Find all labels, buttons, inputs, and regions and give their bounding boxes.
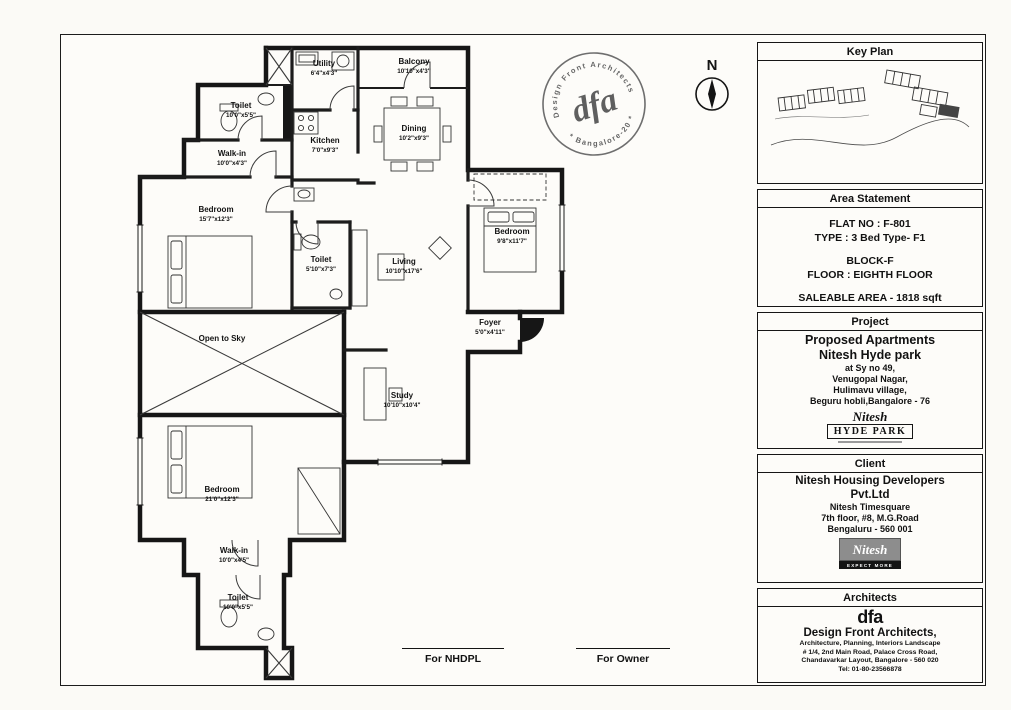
room-label-bedroom-right: Bedroom (494, 227, 529, 236)
key-plan-highlighted-block (937, 103, 960, 119)
client-line3: Nitesh Timesquare (829, 502, 911, 512)
room-label-bedroom-left: Bedroom (198, 205, 233, 214)
room-dims-walkin-bottom: 10'0"x4'5" (219, 557, 249, 564)
project-line5: Hulimavu village, (833, 385, 907, 395)
key-plan-title: Key Plan (758, 43, 982, 61)
project-line4: Venugopal Nagar, (832, 374, 908, 384)
hyde-park-logo-nitesh: Nitesh (852, 409, 888, 424)
signature-nhdpl-label: For NHDPL (425, 653, 481, 665)
nitesh-logo-text: Nitesh (839, 538, 901, 561)
nitesh-logo: Nitesh EXPECT MORE (839, 538, 901, 569)
furniture (167, 51, 547, 641)
architects-line3: # 1/4, 2nd Main Road, Palace Cross Road, (802, 648, 938, 656)
nitesh-logo-tagline: EXPECT MORE (839, 561, 901, 569)
room-label-walkin-top: Walk-in (218, 149, 246, 158)
architects-title: Architects (758, 589, 982, 607)
room-label-toilet-mid: Toilet (311, 255, 332, 264)
room-label-toilet-top: Toilet (231, 101, 252, 110)
project-line6: Beguru hobli,Bangalore - 76 (809, 396, 930, 406)
area-statement-box: Area Statement FLAT NO : F-801 TYPE : 3 … (757, 189, 983, 307)
shaft-bottom (265, 647, 293, 679)
architects-line4: Chandavarkar Layout, Bangalore - 560 020 (801, 657, 939, 665)
room-dims-bedroom-left: 15'7"x12'3" (199, 216, 232, 223)
client-box: Client Nitesh Housing Developers Pvt.Ltd… (757, 454, 983, 583)
architects-tel: Tel: 01-80-23566878 (838, 665, 902, 673)
room-dims-utility: 6'4"x4'3" (311, 70, 337, 77)
project-line2: Nitesh Hyde park (818, 348, 922, 362)
room-label-utility: Utility (313, 59, 336, 68)
room-dims-kitchen: 7'0"x9'3" (312, 147, 338, 154)
room-dims-study: 10'10"x10'4" (384, 402, 421, 409)
block: BLOCK-F (846, 255, 894, 267)
exterior-walls (137, 45, 565, 681)
saleable-area: SALEABLE AREA - 1818 sqft (798, 292, 942, 304)
client-line5: Bengaluru - 560 001 (827, 524, 913, 534)
room-dims-toilet-bottom: 10'0"x5'5" (223, 604, 253, 611)
hyde-park-logo-box: HYDE PARK (826, 424, 914, 439)
stamp-dfa-text: dfa (567, 81, 622, 130)
room-label-living: Living (392, 257, 416, 266)
room-dims-walkin-top: 10'0"x4'3" (217, 160, 247, 167)
room-dims-foyer: 5'0"x4'11" (475, 329, 505, 336)
floor: FLOOR : EIGHTH FLOOR (807, 269, 933, 281)
flat-no: FLAT NO : F-801 (829, 218, 911, 230)
windows (136, 204, 566, 506)
client-line4: 7th floor, #8, M.G.Road (821, 513, 919, 523)
dfa-logo: dfa (857, 607, 883, 627)
hyde-park-logo: Nitesh HYDE PARK (826, 409, 914, 443)
client-title: Client (758, 455, 982, 473)
area-statement-title: Area Statement (758, 190, 982, 208)
room-dims-dining: 10'2"x9'3" (399, 135, 429, 142)
room-dims-living: 10'10"x17'6" (386, 268, 423, 275)
room-label-walkin-bottom: Walk-in (220, 546, 248, 555)
room-label-kitchen: Kitchen (310, 136, 339, 145)
room-label-bedroom-bottom: Bedroom (204, 485, 239, 494)
main-entrance-door-icon (520, 318, 544, 342)
flat-type: TYPE : 3 Bed Type- F1 (814, 232, 926, 244)
room-label-dining: Dining (402, 124, 427, 133)
architects-box: Architects dfa Design Front Architects, … (757, 588, 983, 683)
room-label-open-to-sky: Open to Sky (199, 334, 246, 343)
architects-name: Design Front Architects, (803, 627, 937, 639)
open-to-sky-cross (139, 311, 345, 416)
interior-walls (137, 46, 523, 465)
room-dims-toilet-top: 10'0"x5'5" (226, 112, 256, 119)
architect-stamp: Design Front Architects * Bangalore-20 *… (538, 48, 646, 157)
project-title: Project (758, 313, 982, 331)
client-line1: Nitesh Housing Developers (795, 475, 945, 487)
key-plan-drawing (770, 69, 970, 146)
key-plan-box: Key Plan (757, 42, 983, 184)
signature-owner-label: For Owner (596, 653, 650, 665)
room-label-foyer: Foyer (479, 318, 501, 327)
doors (231, 61, 544, 600)
room-labels: Utility 6'4"x4'3" Balcony 10'10"x4'3" To… (198, 57, 529, 611)
wardrobe-dashed (473, 173, 547, 201)
room-label-balcony: Balcony (398, 57, 430, 66)
room-label-toilet-bottom: Toilet (228, 593, 249, 602)
room-dims-balcony: 10'10"x4'3" (397, 68, 430, 75)
room-dims-bedroom-bottom: 21'0"x12'3" (205, 496, 238, 503)
north-label: N (707, 57, 718, 74)
shaft-top (265, 47, 293, 86)
title-block: Key Plan (757, 42, 983, 683)
project-line3: at Sy no 49, (844, 363, 896, 373)
north-arrow-icon: N (695, 57, 729, 111)
room-dims-toilet-mid: 5'10"x7'3" (306, 266, 336, 273)
signature-nhdpl: For NHDPL (402, 648, 504, 665)
room-dims-bedroom-right: 9'8"x11'7" (497, 238, 527, 245)
client-line2: Pvt.Ltd (850, 488, 890, 501)
hyde-park-logo-subline (837, 441, 902, 443)
room-label-study: Study (391, 391, 414, 400)
project-line1: Proposed Apartments (804, 333, 936, 347)
signature-owner: For Owner (576, 648, 670, 665)
project-box: Project Proposed Apartments Nitesh Hyde … (757, 312, 983, 449)
architects-line2: Architecture, Planning, Interiors Landsc… (799, 640, 941, 647)
